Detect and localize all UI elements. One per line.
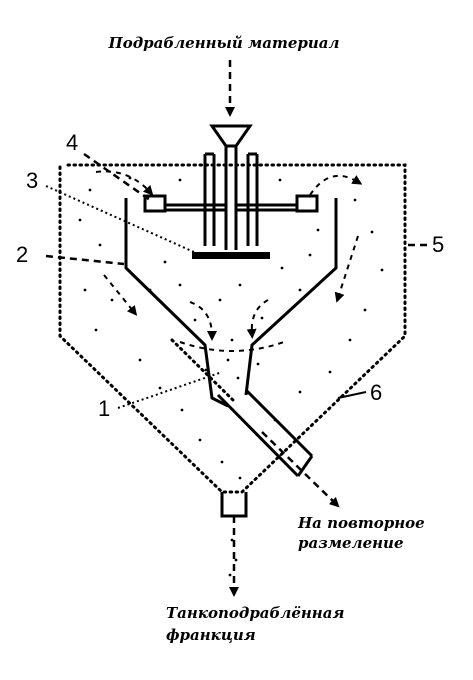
- callout-5: 5: [432, 232, 444, 257]
- leader-3: [45, 185, 195, 253]
- outlet-neck: [220, 492, 248, 518]
- flow-arrow-top-right: [309, 174, 363, 196]
- flow-arrow-right-down: [334, 235, 359, 303]
- inner-cone-lower-left: [170, 338, 237, 404]
- particles: [78, 176, 384, 577]
- outer-housing: [58, 163, 407, 494]
- rotor-arm-left: [165, 203, 225, 212]
- leader-1: [117, 371, 223, 409]
- rotor-arm-right: [237, 203, 297, 212]
- flow-arrow-center-left: [189, 301, 217, 341]
- feed-funnel: [209, 124, 253, 148]
- callout-4: 4: [66, 130, 78, 155]
- callout-3: 3: [26, 168, 38, 193]
- flow-arrow-left-down: [103, 274, 138, 316]
- inner-cone-right-wall: [244, 198, 338, 396]
- coarse-return-pipe: [216, 388, 314, 478]
- regrind-arrow: [261, 431, 340, 508]
- leader-4: [83, 152, 151, 202]
- regrind-label-line2: размеление: [298, 534, 404, 552]
- callout-2: 2: [16, 242, 28, 267]
- fine-fraction-label-line2: франкция: [166, 626, 256, 644]
- central-feed-tube: [224, 146, 238, 250]
- leader-6: [337, 391, 367, 399]
- input-material-label: Подрабленный материал: [108, 34, 340, 52]
- callout-1: 1: [98, 396, 110, 421]
- leader-2: [45, 254, 125, 266]
- inner-cone-left-wall: [124, 198, 229, 408]
- callout-6: 6: [370, 380, 382, 405]
- rotor-blade-right: [295, 194, 319, 213]
- fine-fraction-label-line1: Танкоподраблённая: [166, 604, 344, 622]
- regrind-label-line1: На повторное: [297, 514, 425, 532]
- rotor-blade-left: [143, 194, 167, 213]
- flow-arrow-top-left: [95, 170, 154, 196]
- flow-arrow-center-right: [246, 299, 269, 339]
- swirl-center: [179, 341, 285, 352]
- distribution-plate: [192, 252, 270, 259]
- rotor-hub: [203, 152, 259, 246]
